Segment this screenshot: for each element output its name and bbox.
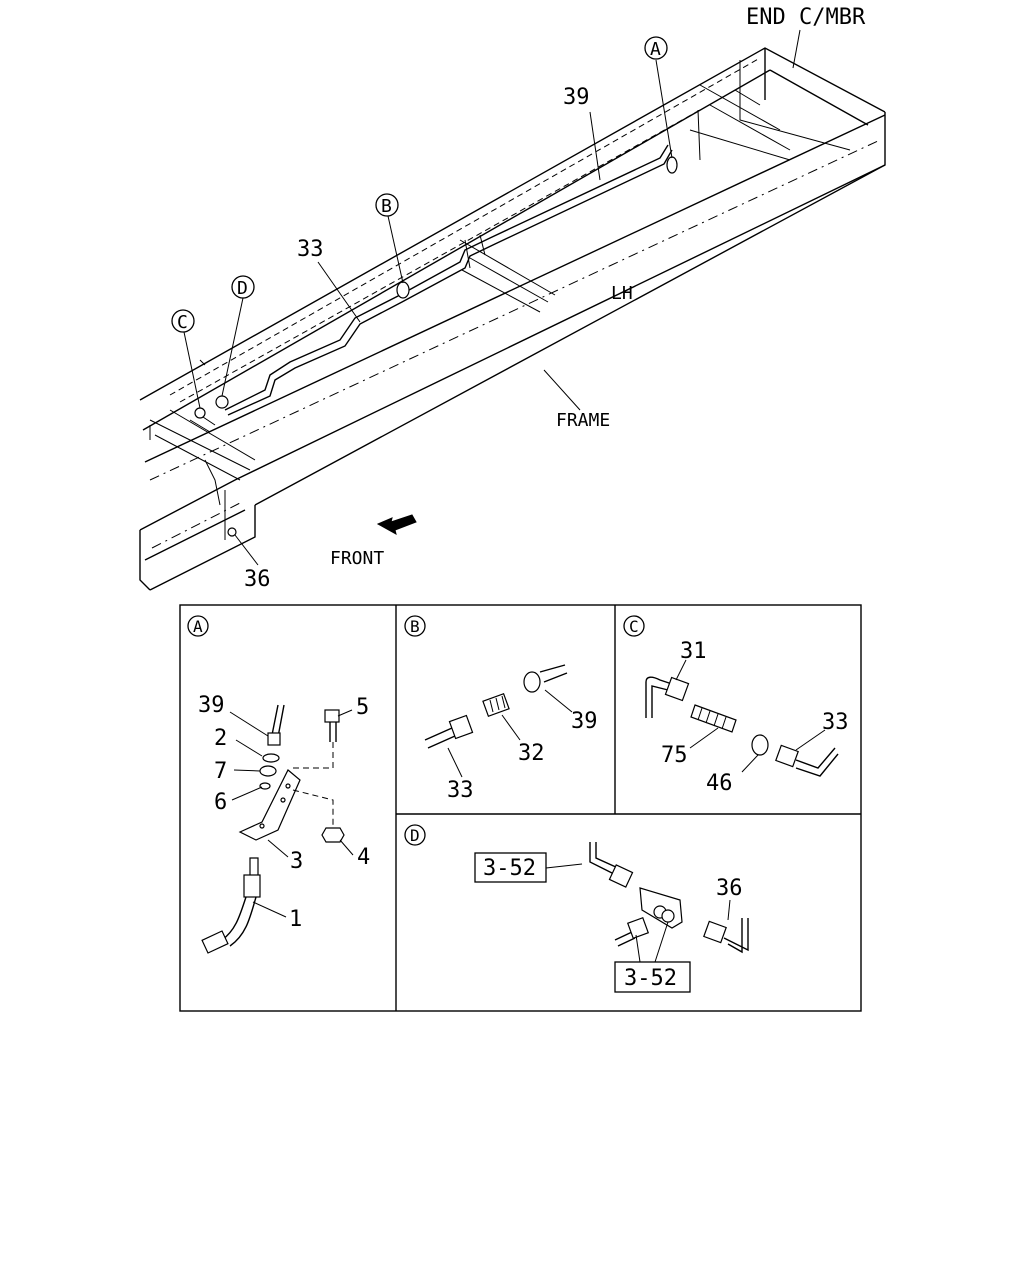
svg-text:A: A	[193, 617, 203, 636]
part-39: 39	[198, 693, 225, 718]
part-33-b: 33	[447, 778, 474, 803]
label-end-cross-member: END C/MBR	[746, 5, 866, 30]
svg-text:D: D	[237, 278, 248, 299]
svg-text:3-52: 3-52	[624, 966, 677, 991]
detail-panels-frame	[179, 604, 862, 1012]
part-46: 46	[706, 771, 733, 796]
ref-marker-b: B	[375, 193, 399, 217]
part-6: 6	[214, 790, 227, 815]
frame-illustration	[139, 47, 886, 591]
detail-b-ref: B	[404, 615, 426, 637]
part-33-c: 33	[822, 710, 849, 735]
part-36: 36	[716, 876, 743, 901]
svg-text:C: C	[177, 312, 188, 333]
part-4: 4	[357, 845, 370, 870]
label-front: FRONT	[330, 548, 384, 569]
part-5: 5	[356, 695, 369, 720]
part-2: 2	[214, 726, 227, 751]
svg-text:A: A	[650, 39, 661, 60]
xref-box-top[interactable]: 3-52	[474, 852, 547, 883]
detail-a-ref: A	[187, 615, 209, 637]
front-arrow-icon	[376, 514, 417, 535]
detail-d-ref: D	[404, 824, 426, 846]
ref-marker-a: A	[644, 36, 668, 60]
detail-d: D 3-52 3-52 36	[404, 824, 749, 993]
xref-box-bottom[interactable]: 3-52	[614, 961, 691, 993]
svg-text:B: B	[381, 196, 392, 217]
detail-c: C 31 75 46 33	[623, 615, 849, 796]
ref-marker-d: D	[231, 275, 255, 299]
svg-text:B: B	[410, 617, 420, 636]
leader-lines	[183, 29, 801, 566]
part-75: 75	[661, 743, 688, 768]
callout-36: 36	[244, 567, 271, 592]
part-3: 3	[290, 849, 303, 874]
label-lh: LH	[611, 283, 633, 304]
svg-text:3-52: 3-52	[483, 856, 536, 881]
part-32: 32	[518, 741, 545, 766]
part-7: 7	[214, 759, 227, 784]
callout-39: 39	[563, 85, 590, 110]
detail-b: B 39 32 33	[404, 615, 598, 803]
detail-c-ref: C	[623, 615, 645, 637]
part-31: 31	[680, 639, 707, 664]
brake-pipe-routing	[189, 144, 678, 537]
callout-33: 33	[297, 237, 324, 262]
label-frame: FRAME	[556, 410, 610, 431]
svg-text:D: D	[410, 826, 420, 845]
part-39-b: 39	[571, 709, 598, 734]
svg-text:C: C	[629, 617, 639, 636]
part-1: 1	[289, 907, 302, 932]
detail-a: A 39 2 7	[187, 615, 370, 954]
ref-marker-c: C	[171, 309, 195, 333]
